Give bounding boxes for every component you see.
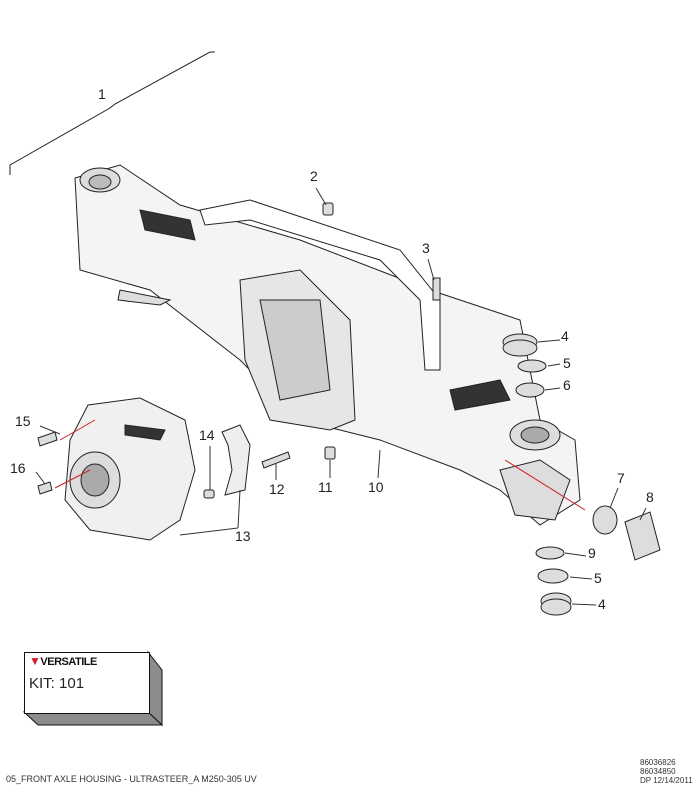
callout-13: 13 bbox=[235, 528, 251, 544]
callout-5-lower: 5 bbox=[594, 570, 602, 586]
axle-housing bbox=[74, 164, 581, 526]
callout-4: 4 bbox=[561, 328, 569, 344]
callout-8: 8 bbox=[646, 489, 654, 505]
callout-7: 7 bbox=[617, 470, 625, 486]
revision-date: DP 12/14/2011 bbox=[640, 776, 693, 785]
differential-carrier bbox=[64, 397, 196, 541]
small-parts bbox=[37, 202, 441, 499]
leader-lines bbox=[35, 187, 647, 606]
kit-label-text: KIT: bbox=[29, 675, 55, 692]
assembly-bracket bbox=[9, 51, 215, 175]
versatile-logo-icon: ▼ bbox=[29, 654, 41, 668]
reference-code: 86034850 bbox=[640, 767, 676, 776]
callout-12: 12 bbox=[269, 481, 285, 497]
callout-14: 14 bbox=[199, 427, 215, 443]
callout-10: 10 bbox=[368, 479, 384, 495]
bearing-rings bbox=[502, 333, 661, 616]
versatile-logo: ▼VERSATILE bbox=[29, 654, 97, 668]
callout-15: 15 bbox=[15, 413, 31, 429]
callout-6: 6 bbox=[563, 377, 571, 393]
callout-11: 11 bbox=[318, 479, 333, 495]
callout-9: 9 bbox=[588, 545, 596, 561]
kit-number: 101 bbox=[59, 675, 85, 692]
callout-3: 3 bbox=[422, 240, 430, 256]
callout-4-lower: 4 bbox=[598, 596, 606, 612]
callout-2: 2 bbox=[310, 168, 318, 184]
diagram-title: 05_FRONT AXLE HOUSING - ULTRASTEER_A M25… bbox=[6, 774, 257, 784]
reference-codes: 86036826 86034850 DP 12/14/2011 bbox=[640, 758, 693, 785]
reference-code: 86036826 bbox=[640, 758, 676, 767]
kit-box: ▼VERSATILE KIT: 101 bbox=[24, 652, 150, 714]
callout-5: 5 bbox=[563, 355, 571, 371]
brand-name: VERSATILE bbox=[40, 656, 97, 668]
callout-16: 16 bbox=[10, 460, 26, 476]
callout-1: 1 bbox=[98, 86, 106, 102]
bearing-cap bbox=[221, 424, 251, 496]
kit-label: KIT: 101 bbox=[29, 675, 84, 692]
